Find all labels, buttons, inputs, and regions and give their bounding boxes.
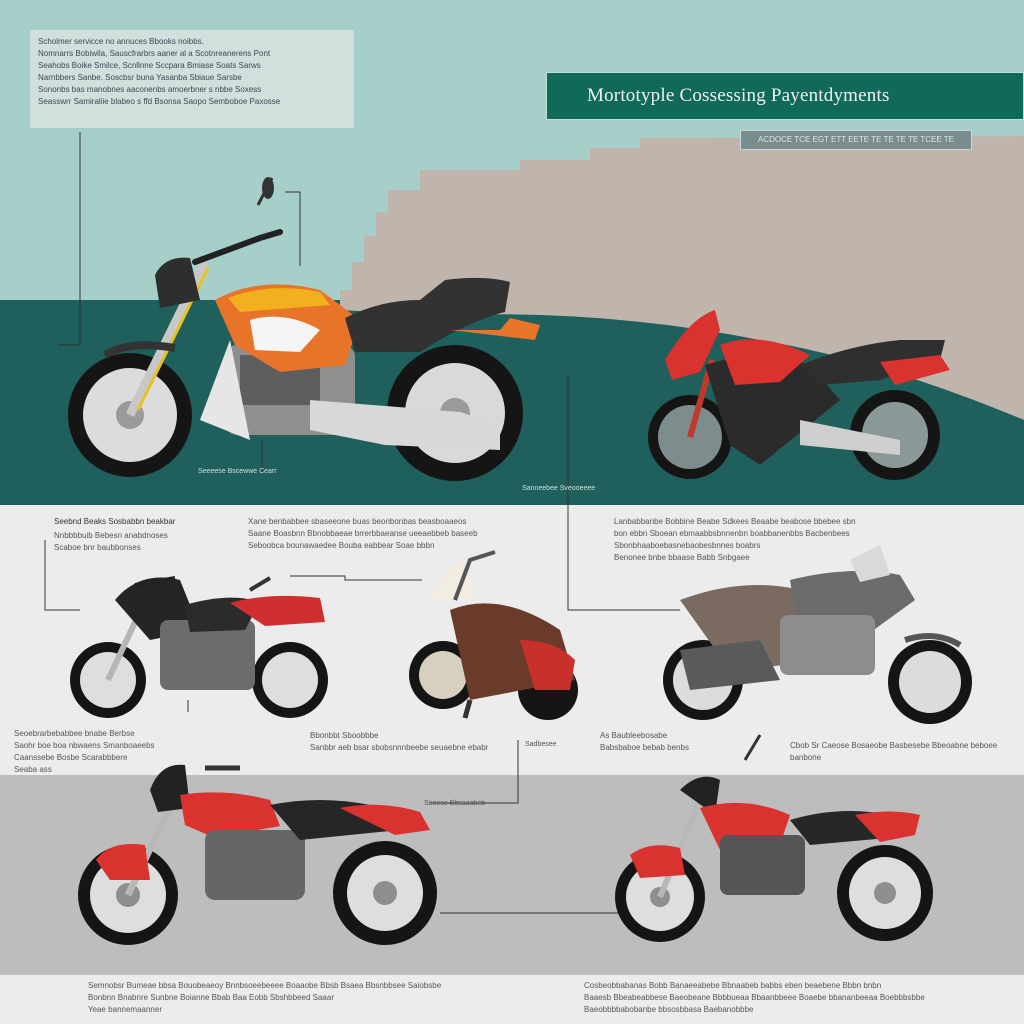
mid-center-small-caption: Sadbesee (525, 741, 557, 748)
mid-center-caption: Bbonbbt Sboobbbe Sanbbr aeb bsar sbobsnn… (310, 731, 489, 752)
connector-line (44, 540, 80, 611)
connector-line (567, 375, 680, 611)
title-banner: Mortotyple Cossessing Payentdyments (546, 72, 1024, 120)
mid-far-right-caption: Cbob Sr Caeose Bosaeobe Basbesebe Bbeoab… (790, 741, 998, 762)
tourer-body: Lanbabbanbe Bobbine Beabe Sdkees Beaabe … (614, 517, 856, 562)
orange-cruiser-motorcycle (68, 177, 540, 481)
connector-line (58, 132, 81, 346)
mid-left-caption: Seoebrarbebabbee bnabe Berbse Saohr boe … (14, 729, 155, 774)
page-title: Mortotyple Cossessing Payentdyments (587, 85, 890, 106)
top-caption: Scholmer servicce no annuces Bbooks noib… (30, 30, 354, 128)
naked-body: Nnbbbbuib Bebesn anabdnoses Scaboe bnr b… (54, 531, 168, 552)
low-connector-caption: Seoese Bbsaaabeb (424, 800, 486, 807)
footer-left-text: Semnobsr Bumeae bbsa Bouobeaeoy Bnnbsoee… (88, 981, 442, 1014)
sport-caption: Sanneebee Sveooeeee (522, 485, 596, 492)
connector-line (430, 740, 519, 804)
naked-roadster-motorcycle (70, 576, 328, 718)
footer-right-text: Cosbeobbabanas Bobb Banaeeabebe Bbnaabeb… (584, 981, 925, 1014)
cruiser-caption: Seeeese Bscewwe Cearr (198, 468, 277, 475)
connector-lines (44, 132, 680, 914)
footer-panel (0, 975, 1024, 1024)
subtitle-strip: ACDOCE TCE EGT ETT EETE TE TE TE TE TCEE… (740, 130, 972, 150)
adventure-motorcycle (409, 550, 578, 720)
connector-line (285, 191, 301, 266)
connector-line (290, 575, 422, 581)
red-roadster-motorcycle (615, 734, 933, 942)
sport-tourer-motorcycle (663, 545, 972, 724)
naked-title: Seebnd Beaks Sosbabbn beakbar (54, 517, 176, 526)
adventure-body: Xane benbabbee sbaseeone buas beonbonbas… (248, 517, 478, 550)
red-street-motorcycle (78, 764, 437, 945)
red-sport-motorcycle (648, 310, 950, 480)
mid-right-caption: As Baubleebosabe Babsbaboe bebab benbs (600, 731, 689, 752)
